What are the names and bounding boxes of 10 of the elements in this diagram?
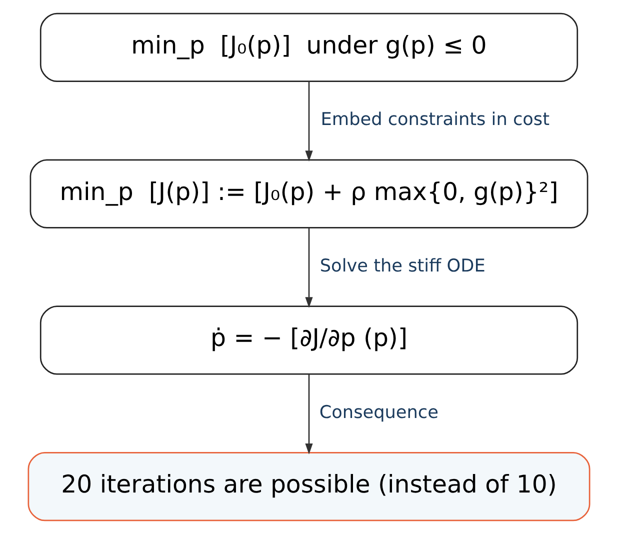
- arrow: [304, 228, 312, 308]
- edge-label: Embed constraints in cost: [320, 110, 549, 130]
- node-box: ṗ = − [∂J/∂p (p)]: [39, 306, 578, 375]
- node-box: 20 iterations are possible (instead of 10): [27, 452, 590, 522]
- arrow: [304, 81, 312, 162]
- node-box: min_p [J₀(p)] under g(p) ≤ 0: [39, 12, 578, 82]
- node-box: min_p [J(p)] := [J₀(p) + ρ max{0, g(p)}²]: [29, 159, 588, 228]
- edge-label: Solve the stiff ODE: [319, 256, 485, 277]
- arrow: [304, 374, 312, 454]
- edge-label: Consequence: [318, 402, 438, 423]
